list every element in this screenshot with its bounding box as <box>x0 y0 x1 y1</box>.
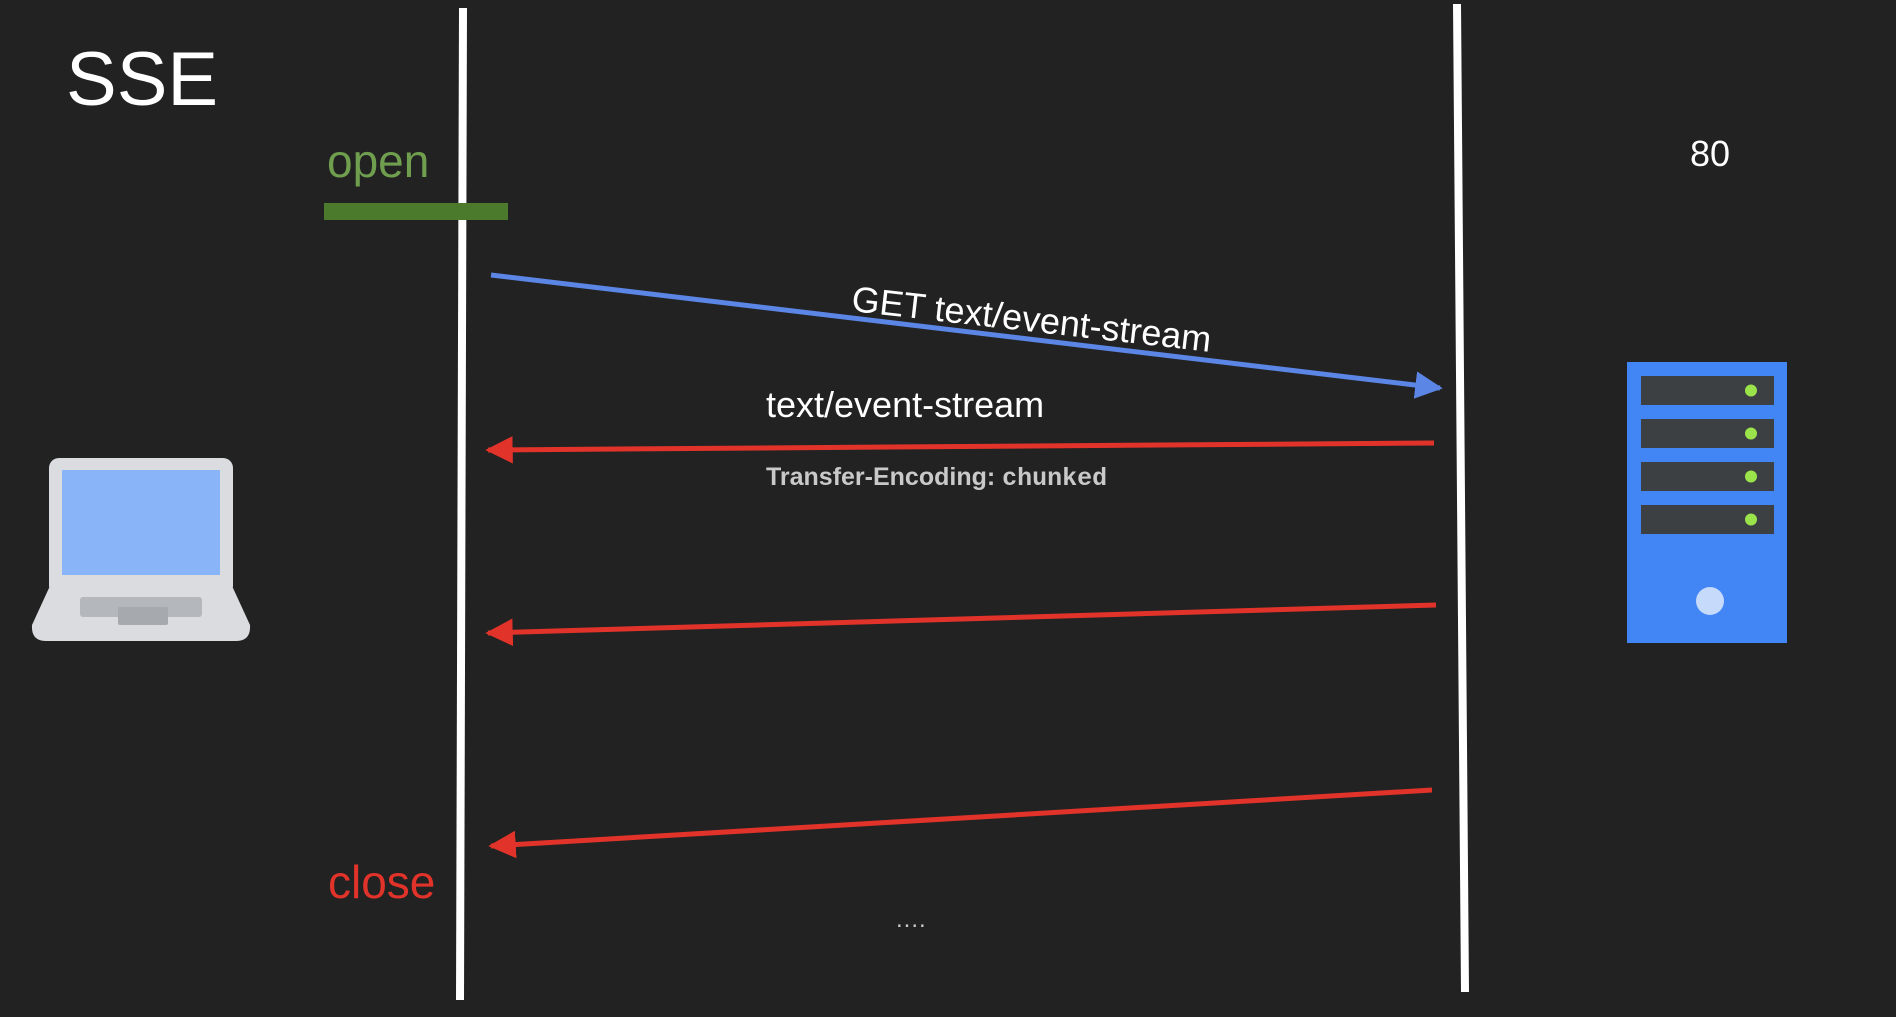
diagram-title: SSE <box>66 37 219 122</box>
client-lifeline <box>456 7 467 1001</box>
server-lifeline <box>1453 3 1469 993</box>
transfer-encoding-value: chunked <box>1002 464 1108 493</box>
server-port-label: 80 <box>1690 133 1731 174</box>
continuation-ellipsis: .... <box>896 906 927 933</box>
close-label: close <box>328 856 436 908</box>
event-arrow <box>485 602 1437 647</box>
response-label: text/event-stream <box>766 384 1045 425</box>
response-arrow <box>485 436 1435 464</box>
event-arrow <box>488 787 1433 859</box>
transfer-encoding-label: Transfer-Encoding: chunked <box>766 463 1107 493</box>
transfer-encoding-key: Transfer-Encoding: <box>766 463 996 491</box>
server-icon <box>1627 362 1787 643</box>
open-label: open <box>327 135 430 187</box>
laptop-icon <box>31 458 251 641</box>
request-arrow <box>490 272 1443 399</box>
open-marker-bar <box>324 203 508 220</box>
